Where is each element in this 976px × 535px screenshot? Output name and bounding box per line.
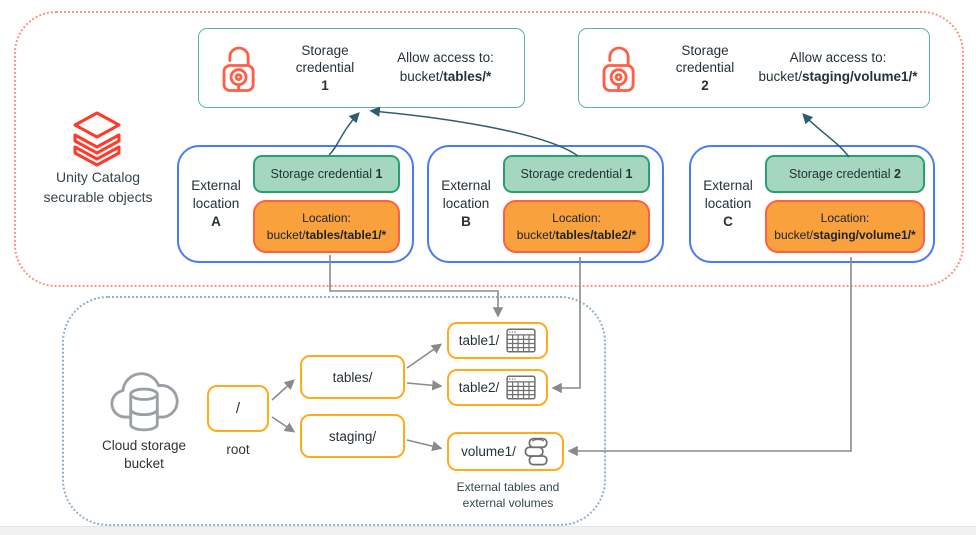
credential-chip: Storage credential 2 — [765, 155, 925, 193]
location-label: External location C — [703, 177, 753, 230]
location-chip: Location: bucket/tables/table1/* — [253, 200, 400, 253]
location-chip: Location: bucket/staging/volume1/* — [765, 200, 925, 253]
window-bottom-bar — [0, 526, 976, 535]
credential-chip: Storage credential 1 — [503, 155, 650, 193]
credential-name: Storage credential 1 — [295, 43, 355, 93]
external-location-a-box: External location A Storage credential 1… — [177, 145, 414, 263]
folder-staging: staging/ — [300, 414, 405, 458]
location-label: External location B — [441, 177, 491, 230]
external-location-b-box: External location B Storage credential 1… — [427, 145, 664, 263]
volume-disks-icon — [523, 437, 550, 467]
storage-credential-2-box: Storage credential 2 Allow access to: bu… — [578, 28, 930, 108]
credential-name: Storage credential 2 — [675, 43, 735, 93]
external-objects-caption: External tables and external volumes — [456, 480, 560, 511]
lock-icon — [219, 41, 259, 95]
credential-chip: Storage credential 1 — [253, 155, 400, 193]
root-caption: root — [226, 442, 250, 457]
storage-credential-1-box: Storage credential 1 Allow access to: bu… — [198, 28, 525, 108]
leaf-table1: table1/ — [447, 322, 548, 359]
table-grid-icon — [506, 375, 536, 400]
credential-access: Allow access to: bucket/tables/* — [397, 50, 494, 84]
cloud-storage-bucket-label: Cloud storage bucket — [101, 438, 187, 472]
table-grid-icon — [506, 328, 536, 353]
unity-catalog-stack-icon — [66, 110, 128, 168]
cloud-database-icon — [98, 362, 190, 436]
lock-icon — [599, 41, 639, 95]
unity-catalog-label: Unity Catalog securable objects — [43, 169, 153, 205]
credential-access: Allow access to: bucket/staging/volume1/… — [758, 50, 918, 84]
location-chip: Location: bucket/tables/table2/* — [503, 200, 650, 253]
location-label: External location A — [191, 177, 241, 230]
leaf-table2: table2/ — [447, 369, 548, 406]
folder-tables: tables/ — [300, 355, 405, 399]
external-location-c-box: External location C Storage credential 2… — [689, 145, 935, 263]
leaf-volume1: volume1/ — [447, 432, 564, 471]
root-node: / — [207, 385, 269, 432]
